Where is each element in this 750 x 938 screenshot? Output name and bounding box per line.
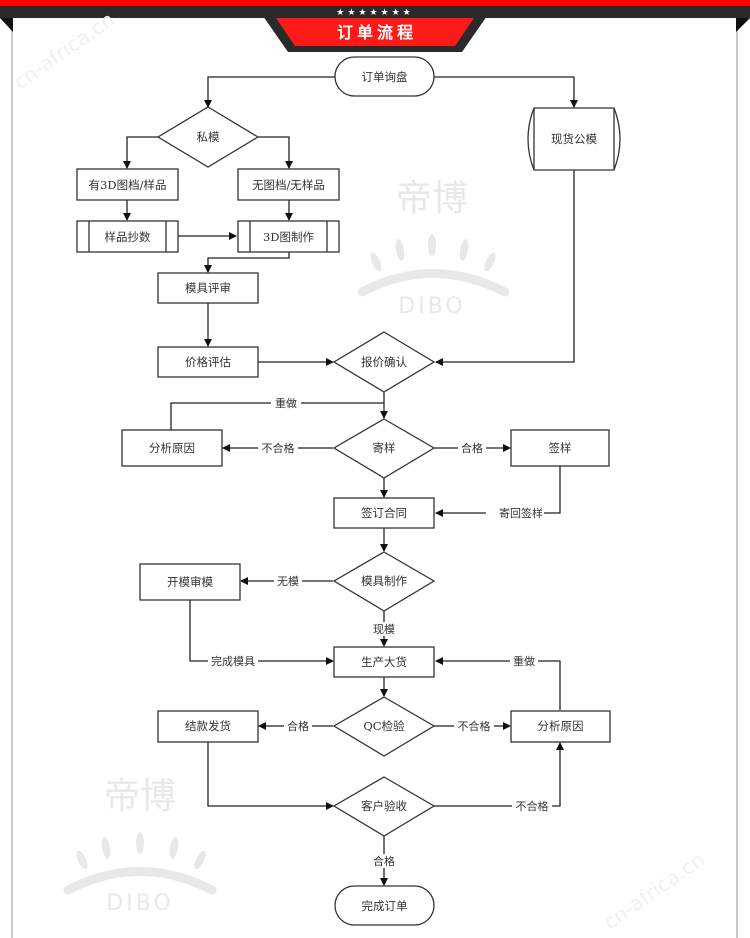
node-sample-copy: 样品抄数 bbox=[76, 220, 179, 253]
node-sign-sample: 签样 bbox=[510, 429, 610, 467]
edge-label-pass-3: 合格 bbox=[373, 854, 395, 868]
edge-label-fail-1: 不合格 bbox=[262, 441, 295, 455]
edge-label-return-signed: 寄回签样 bbox=[499, 506, 543, 520]
node-send-sample: 寄样 bbox=[332, 418, 436, 479]
svg-text:有3D图档/样品: 有3D图档/样品 bbox=[89, 178, 167, 192]
node-stock-public-mold: 现货公模 bbox=[527, 107, 621, 171]
node-mass-production: 生产大货 bbox=[333, 646, 435, 678]
svg-text:现货公模: 现货公模 bbox=[551, 132, 597, 146]
svg-text:生产大货: 生产大货 bbox=[361, 655, 407, 669]
frame-right-border bbox=[736, 18, 738, 938]
header-stars: ★★★★★★★ bbox=[336, 8, 413, 18]
svg-text:客户验收: 客户验收 bbox=[361, 799, 407, 813]
node-mold-review: 模具评审 bbox=[157, 272, 259, 304]
page-title: 订单流程 bbox=[337, 23, 417, 42]
watermark-brand-en: DIBO bbox=[398, 294, 465, 319]
edge-label-fail-2: 不合格 bbox=[458, 719, 491, 733]
watermark-brand-en-2: DIBO bbox=[106, 891, 173, 916]
svg-text:签样: 签样 bbox=[549, 441, 572, 455]
header-dark-band bbox=[0, 6, 750, 18]
edge-label-pass-1: 合格 bbox=[461, 441, 483, 455]
edge-label-no-mold: 无模 bbox=[277, 575, 299, 588]
node-quote-confirm: 报价确认 bbox=[332, 331, 436, 393]
node-price-evaluation: 价格评估 bbox=[157, 346, 259, 378]
node-customer-acceptance: 客户验收 bbox=[332, 776, 436, 837]
frame-corner-right bbox=[736, 18, 750, 32]
watermark-brand-cn-2: 帝博 bbox=[104, 776, 176, 817]
node-analyze-cause-2: 分析原因 bbox=[510, 710, 611, 743]
header-red-band bbox=[0, 0, 750, 6]
node-sign-contract: 签订合同 bbox=[333, 497, 435, 529]
svg-text:报价确认: 报价确认 bbox=[361, 355, 407, 369]
svg-text:分析原因: 分析原因 bbox=[149, 441, 195, 455]
svg-text:订单询盘: 订单询盘 bbox=[362, 70, 408, 84]
edge-label-fail-3: 不合格 bbox=[516, 799, 549, 813]
node-payment-shipping: 结款发货 bbox=[157, 710, 259, 743]
svg-text:分析原因: 分析原因 bbox=[538, 719, 584, 733]
svg-text:样品抄数: 样品抄数 bbox=[105, 230, 151, 244]
svg-text:模具制作: 模具制作 bbox=[361, 574, 407, 588]
svg-text:价格评估: 价格评估 bbox=[185, 355, 231, 369]
node-no-3d-sample: 无图档/无样品 bbox=[237, 168, 340, 201]
connectors bbox=[123, 76, 578, 886]
svg-text:寄样: 寄样 bbox=[373, 441, 396, 455]
node-3d-making: 3D图制作 bbox=[237, 220, 340, 253]
watermark-site-bottom: cn-africa.cn bbox=[599, 847, 709, 934]
watermark-bottom: 帝博 DIBO bbox=[63, 776, 217, 916]
watermark-top: 帝博 DIBO bbox=[357, 178, 510, 319]
node-qc-inspection: QC检验 bbox=[332, 696, 436, 757]
frame-left-border bbox=[11, 18, 13, 938]
edge-label-existing-mold: 现模 bbox=[373, 623, 395, 636]
svg-text:3D图制作: 3D图制作 bbox=[263, 230, 315, 244]
node-private-mold: 私模 bbox=[156, 106, 260, 168]
svg-text:结款发货: 结款发货 bbox=[185, 719, 231, 733]
watermark-brand-cn: 帝博 bbox=[396, 178, 468, 219]
edge-label-pass-2: 合格 bbox=[287, 719, 309, 733]
svg-text:开模审模: 开模审模 bbox=[167, 575, 213, 589]
edge-label-redo-2: 重做 bbox=[513, 654, 535, 668]
edge-labels: 重做 不合格 合格 寄回签样 无模 现模 完成模具 重做 合格 不合格 不合格 … bbox=[208, 396, 552, 868]
watermark-site-top: cn-africa.cn bbox=[9, 7, 119, 94]
edge-label-mold-done: 完成模具 bbox=[211, 654, 255, 668]
watermark-logo-arc bbox=[357, 269, 510, 297]
frame-corner-left bbox=[0, 18, 13, 32]
node-has-3d-sample: 有3D图档/样品 bbox=[76, 168, 179, 201]
svg-text:签订合同: 签订合同 bbox=[361, 506, 407, 520]
svg-text:模具评审: 模具评审 bbox=[185, 281, 231, 295]
node-analyze-cause-1: 分析原因 bbox=[121, 429, 223, 467]
svg-text:私模: 私模 bbox=[197, 130, 220, 144]
node-open-mold-review: 开模审模 bbox=[139, 563, 241, 601]
node-order-inquiry: 订单询盘 bbox=[334, 56, 435, 97]
header-badge: ★★★★★★★ 订单流程 bbox=[263, 8, 487, 52]
svg-text:完成订单: 完成订单 bbox=[362, 899, 408, 913]
edge-label-redo-1: 重做 bbox=[275, 396, 297, 410]
node-mold-making: 模具制作 bbox=[332, 551, 436, 612]
node-order-complete: 完成订单 bbox=[334, 885, 435, 926]
svg-text:QC检验: QC检验 bbox=[363, 719, 405, 733]
svg-text:无图档/无样品: 无图档/无样品 bbox=[252, 178, 325, 192]
